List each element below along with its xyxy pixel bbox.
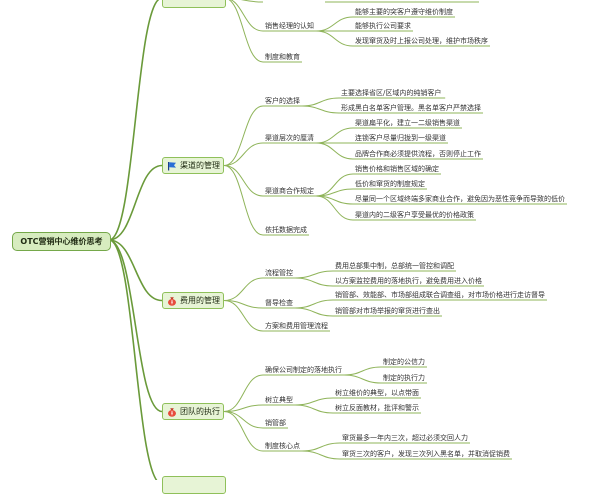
leaf-node[interactable]: 低价和窜货的制度规定 [355,180,425,188]
child-node[interactable]: 方案和费用管理流程 [265,322,328,330]
child-node[interactable]: 流程管控 [265,269,293,277]
mind-map-connectors [108,0,567,480]
leaf-node[interactable]: 主要选择省区/区域内的纯销客户 [341,89,442,97]
leaf-node[interactable]: 渠道扁平化，建立一二级销售渠道 [355,119,460,127]
child-node[interactable]: 督导检查 [265,299,293,307]
leaf-node[interactable]: 渠道内的二级客户享受最优的价格政策 [355,211,474,219]
leaf-node[interactable]: 树立反面教材，批评和警示 [335,404,419,412]
leaf-node[interactable]: 形成黑白名单客户管理。黑名单客户严禁选择 [341,104,481,112]
leaf-node[interactable]: 树立维价的典型，以点带面 [335,389,419,397]
leaf-node[interactable]: 能够主要的突客户遵守维价制度 [355,8,453,16]
branch-node-partial[interactable] [162,0,226,8]
leaf-node[interactable]: 品牌合作商必须提供流程，否则停止工作 [355,150,481,158]
child-node[interactable]: 销售经理的认知 [265,22,314,30]
child-node[interactable]: 制度核心点 [265,442,300,450]
branch-node-partial[interactable] [162,476,226,494]
root-node-label: OTC营销中心维价思考 [20,237,103,246]
moneybag-icon [167,296,177,306]
child-node[interactable]: 销管部 [265,419,286,427]
leaf-node[interactable]: 窜货三次的客户，发现三次列入黑名单，并取消促销费 [342,450,510,458]
branch-label: 团队的执行 [180,407,220,416]
leaf-node[interactable]: 尽量同一个区域终端多家商业合作，避免因为恶性竞争而导致的低价 [355,195,565,203]
mind-map-canvas: OTC营销中心维价思考 各区总监能够详细规划渠道，主要维护市场价格销售经理的认知… [12,0,567,494]
child-node[interactable]: 渠道商合作规定 [265,187,314,195]
leaf-node[interactable]: 制定的公信力 [383,358,425,366]
child-node[interactable]: 树立典型 [265,396,293,404]
leaf-node[interactable]: 销售价格和销售区域的确定 [355,165,439,173]
leaf-node[interactable]: 制定的执行力 [383,374,425,382]
root-node[interactable]: OTC营销中心维价思考 [12,232,111,251]
leaf-node[interactable]: 发现窜货及时上报公司处理，维护市场秩序 [355,37,488,45]
child-node[interactable]: 渠道层次的厘清 [265,134,314,142]
branch-node-3[interactable]: 团队的执行 [162,403,224,420]
leaf-node[interactable]: 销管部、效能部、市场部组成联合调查组，对市场价格进行走访督导 [335,291,545,299]
leaf-node[interactable]: 窜货最多一年内三次，超过必须交回人力 [342,434,468,442]
leaf-node[interactable]: 能够执行公司要求 [355,22,411,30]
child-node[interactable]: 制度和教育 [265,53,300,61]
leaf-node[interactable]: 连锁客户尽量归拢到一级渠道 [355,134,446,142]
leaf-node[interactable]: 费用总部集中制，总部统一管控和调配 [335,262,454,270]
leaf-node[interactable]: 各区总监能够详细规划渠道，主要维护市场价格 [330,0,477,2]
child-node[interactable]: 依托数据完成 [265,226,307,234]
branch-label: 费用的管理 [180,296,220,305]
moneybag-icon [167,407,177,417]
child-node[interactable]: 客户的选择 [265,97,300,105]
branch-node-2[interactable]: 费用的管理 [162,292,224,309]
leaf-node[interactable]: 以方案监控费用的落地执行，避免费用进入价格 [335,277,482,285]
branch-node-1[interactable]: 渠道的管理 [162,157,224,174]
leaf-node[interactable]: 销管部对市场举报的窜货进行查出 [335,307,440,315]
flag-icon [167,161,177,171]
branch-label: 渠道的管理 [180,161,220,170]
child-node[interactable]: 确保公司制定的落地执行 [265,366,342,374]
